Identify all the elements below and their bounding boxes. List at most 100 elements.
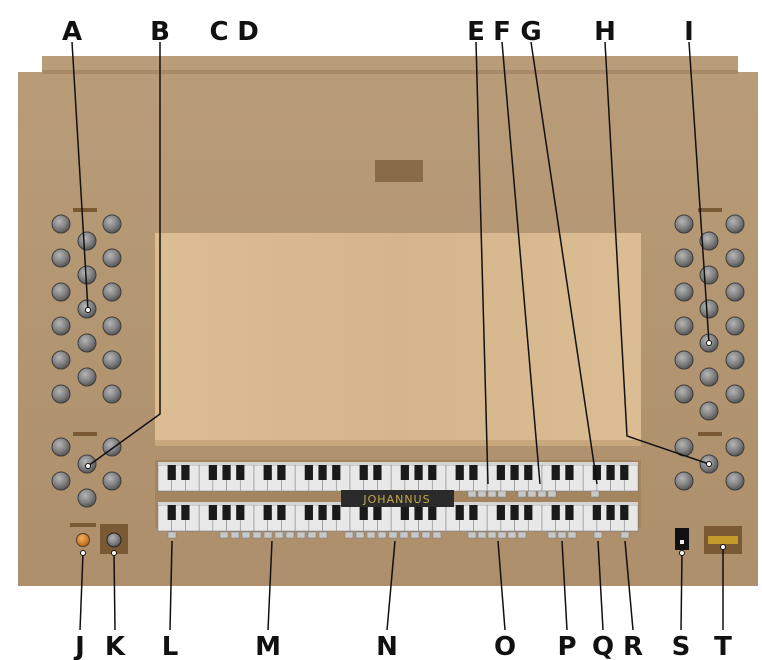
black-key[interactable] <box>373 465 382 480</box>
black-key[interactable] <box>428 505 437 520</box>
piston-lower[interactable] <box>487 531 497 539</box>
black-key[interactable] <box>455 505 464 520</box>
stop-knob[interactable] <box>77 488 97 508</box>
stop-knob[interactable] <box>699 265 719 285</box>
stop-knob[interactable] <box>51 214 71 234</box>
stop-knob[interactable] <box>725 248 745 268</box>
piston-lower[interactable] <box>399 531 409 539</box>
piston-lower[interactable] <box>366 531 376 539</box>
black-key[interactable] <box>359 505 368 520</box>
power-switch[interactable] <box>675 528 689 550</box>
black-key[interactable] <box>277 505 286 520</box>
piston-lower[interactable] <box>318 531 328 539</box>
stop-knob[interactable] <box>102 350 122 370</box>
piston-lower[interactable] <box>567 531 577 539</box>
stop-knob[interactable] <box>77 231 97 251</box>
piston-lower[interactable] <box>230 531 240 539</box>
piston-lower[interactable] <box>467 531 477 539</box>
black-key[interactable] <box>469 465 478 480</box>
black-key[interactable] <box>263 465 272 480</box>
black-key[interactable] <box>277 465 286 480</box>
stop-knob[interactable] <box>674 282 694 302</box>
stop-knob[interactable] <box>674 316 694 336</box>
stop-knob[interactable] <box>725 437 745 457</box>
stop-knob[interactable] <box>51 248 71 268</box>
black-key[interactable] <box>400 505 409 520</box>
stop-knob[interactable] <box>51 471 71 491</box>
stop-knob[interactable] <box>674 214 694 234</box>
black-key[interactable] <box>359 465 368 480</box>
black-key[interactable] <box>332 465 341 480</box>
black-key[interactable] <box>167 465 176 480</box>
key-switch[interactable] <box>106 532 122 548</box>
stop-knob[interactable] <box>102 471 122 491</box>
piston-lower[interactable] <box>432 531 442 539</box>
stop-knob[interactable] <box>725 316 745 336</box>
stop-knob[interactable] <box>674 384 694 404</box>
black-key[interactable] <box>167 505 176 520</box>
stop-knob[interactable] <box>725 350 745 370</box>
black-key[interactable] <box>236 505 245 520</box>
black-key[interactable] <box>524 465 533 480</box>
stop-knob[interactable] <box>725 214 745 234</box>
black-key[interactable] <box>496 505 505 520</box>
stop-knob[interactable] <box>102 248 122 268</box>
black-key[interactable] <box>181 505 190 520</box>
piston-upper[interactable] <box>497 490 507 498</box>
black-key[interactable] <box>208 505 217 520</box>
piston-lower[interactable] <box>355 531 365 539</box>
stop-knob[interactable] <box>102 214 122 234</box>
piston-lower[interactable] <box>307 531 317 539</box>
piston-lower[interactable] <box>241 531 251 539</box>
stop-knob[interactable] <box>77 367 97 387</box>
stop-knob[interactable] <box>51 350 71 370</box>
stop-knob[interactable] <box>102 282 122 302</box>
piston-lower[interactable] <box>219 531 229 539</box>
black-key[interactable] <box>551 505 560 520</box>
black-key[interactable] <box>222 465 231 480</box>
black-key[interactable] <box>208 465 217 480</box>
piston-lower[interactable] <box>620 531 630 539</box>
black-key[interactable] <box>304 505 313 520</box>
stop-knob[interactable] <box>674 471 694 491</box>
piston-upper[interactable] <box>477 490 487 498</box>
black-key[interactable] <box>236 465 245 480</box>
stop-knob[interactable] <box>51 316 71 336</box>
black-key[interactable] <box>414 505 423 520</box>
stop-knob[interactable] <box>699 401 719 421</box>
piston-lower[interactable] <box>507 531 517 539</box>
piston-lower[interactable] <box>167 531 177 539</box>
black-key[interactable] <box>263 505 272 520</box>
stop-knob[interactable] <box>699 367 719 387</box>
black-key[interactable] <box>373 505 382 520</box>
black-key[interactable] <box>222 505 231 520</box>
piston-lower[interactable] <box>252 531 262 539</box>
piston-lower[interactable] <box>421 531 431 539</box>
piston-lower[interactable] <box>410 531 420 539</box>
stop-knob[interactable] <box>102 316 122 336</box>
volume-slot[interactable] <box>708 536 738 544</box>
black-key[interactable] <box>469 505 478 520</box>
black-key[interactable] <box>181 465 190 480</box>
piston-lower[interactable] <box>497 531 507 539</box>
black-key[interactable] <box>524 505 533 520</box>
stop-knob[interactable] <box>725 384 745 404</box>
black-key[interactable] <box>565 505 574 520</box>
black-key[interactable] <box>510 505 519 520</box>
piston-upper[interactable] <box>547 490 557 498</box>
piston-upper[interactable] <box>590 490 600 498</box>
black-key[interactable] <box>606 505 615 520</box>
piston-lower[interactable] <box>547 531 557 539</box>
piston-upper[interactable] <box>537 490 547 498</box>
piston-lower[interactable] <box>557 531 567 539</box>
piston-lower[interactable] <box>477 531 487 539</box>
piston-lower[interactable] <box>296 531 306 539</box>
piston-upper[interactable] <box>467 490 477 498</box>
stop-knob[interactable] <box>51 384 71 404</box>
black-key[interactable] <box>304 465 313 480</box>
black-key[interactable] <box>510 465 519 480</box>
stop-knob[interactable] <box>725 282 745 302</box>
stop-knob[interactable] <box>77 333 97 353</box>
black-key[interactable] <box>620 505 629 520</box>
black-key[interactable] <box>428 465 437 480</box>
